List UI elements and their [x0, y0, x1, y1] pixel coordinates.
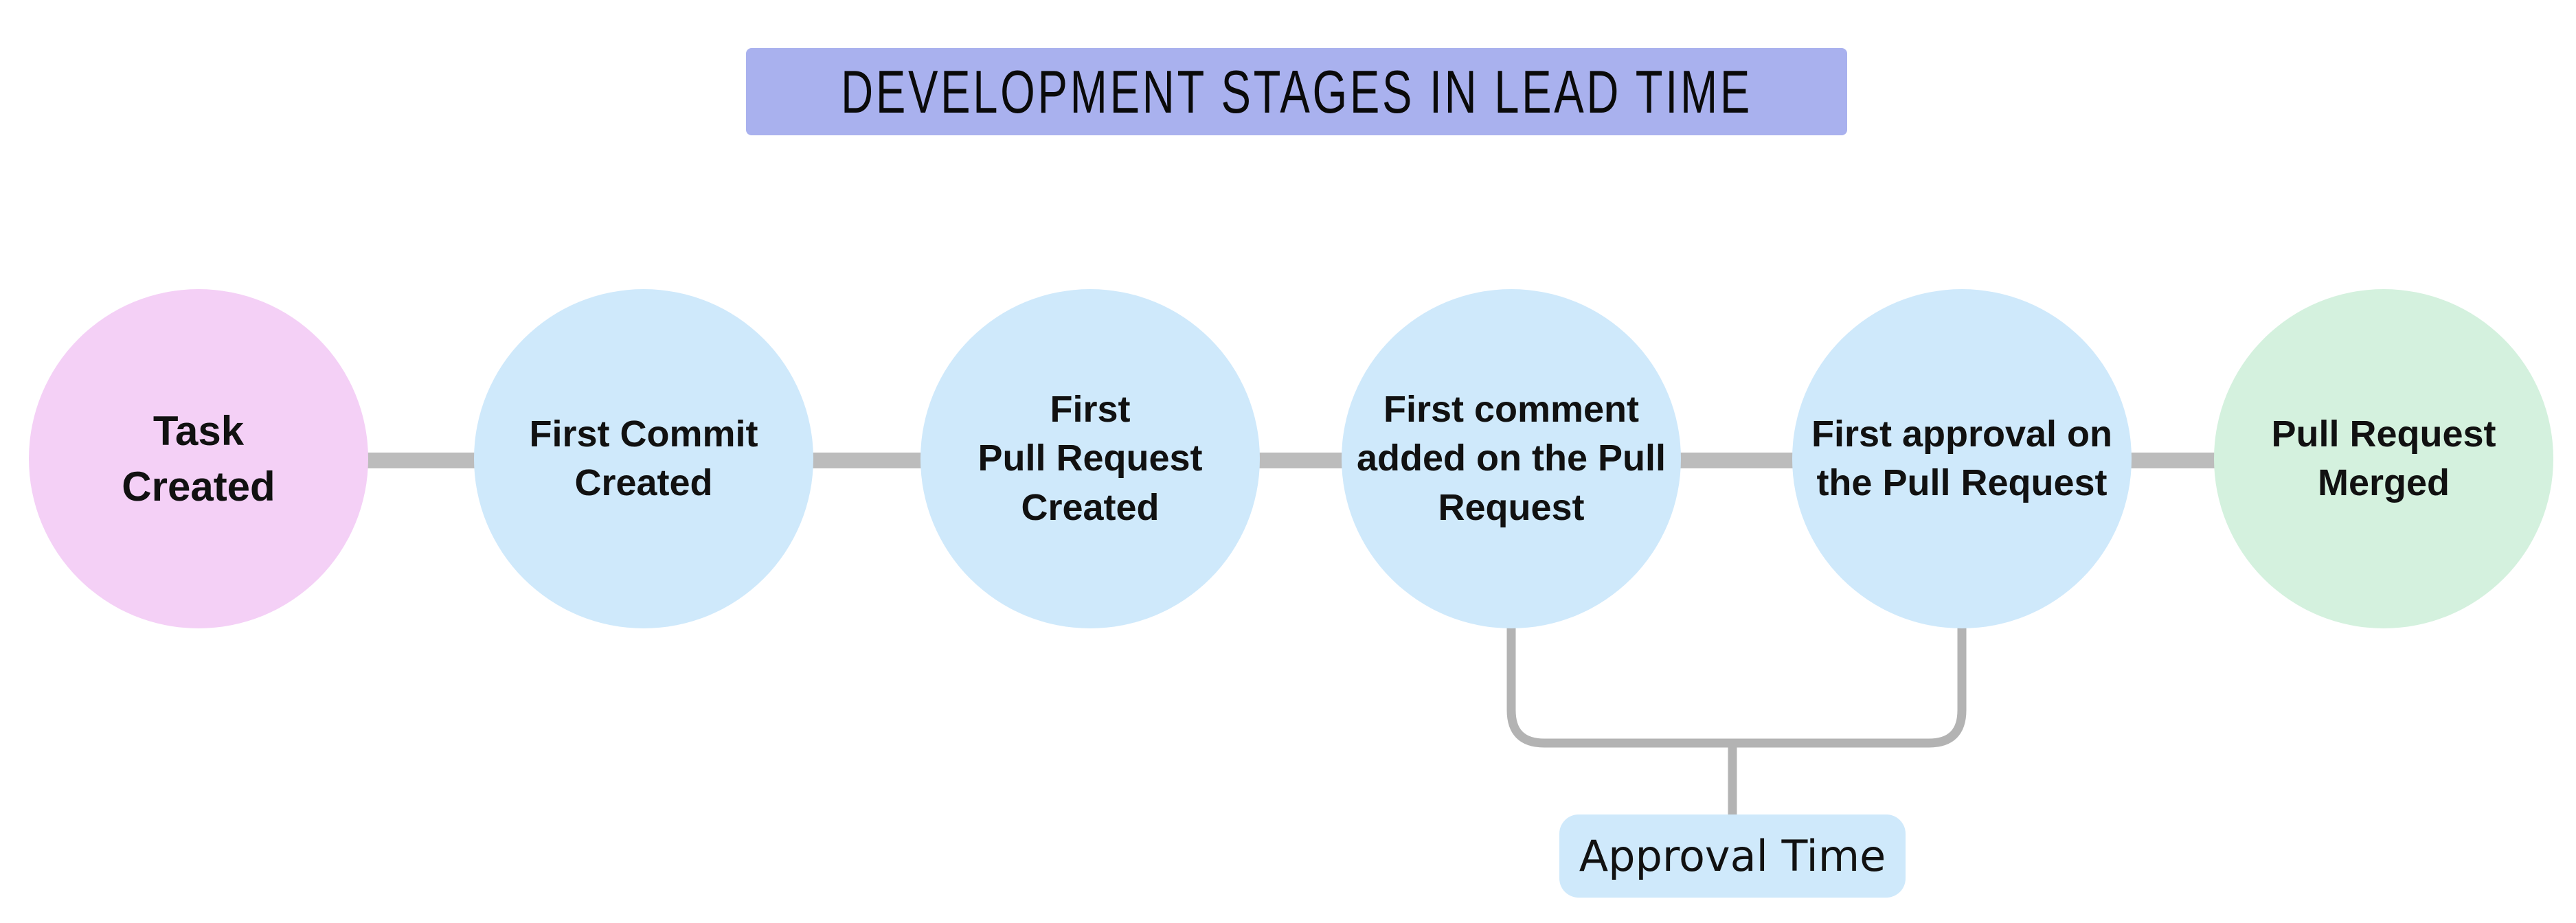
approval-time-label: Approval Time — [1579, 831, 1886, 881]
stage-label: Task Created — [122, 408, 275, 510]
diagram-title-bar: DEVELOPMENT STAGES IN LEAD TIME — [746, 48, 1847, 135]
approval-time-label-box: Approval Time — [1559, 814, 1906, 898]
stage-pull-request-merged: Pull Request Merged — [2214, 289, 2553, 628]
stage-first-pull-request-created: First Pull Request Created — [920, 289, 1260, 628]
stage-label: First Pull Request Created — [978, 389, 1203, 528]
stage-first-approval: First approval on the Pull Request — [1792, 289, 2132, 628]
stage-label: First Commit Created — [529, 413, 758, 503]
bracket-curve — [1506, 624, 1967, 748]
stage-label: First comment added on the Pull Request — [1356, 389, 1666, 528]
diagram-title: DEVELOPMENT STAGES IN LEAD TIME — [841, 57, 1752, 126]
stage-label: First approval on the Pull Request — [1811, 413, 2113, 503]
stage-task-created: Task Created — [29, 289, 368, 628]
stage-label: Pull Request Merged — [2271, 413, 2496, 503]
stage-first-comment-added: First comment added on the Pull Request — [1342, 289, 1681, 628]
stage-first-commit-created: First Commit Created — [474, 289, 813, 628]
